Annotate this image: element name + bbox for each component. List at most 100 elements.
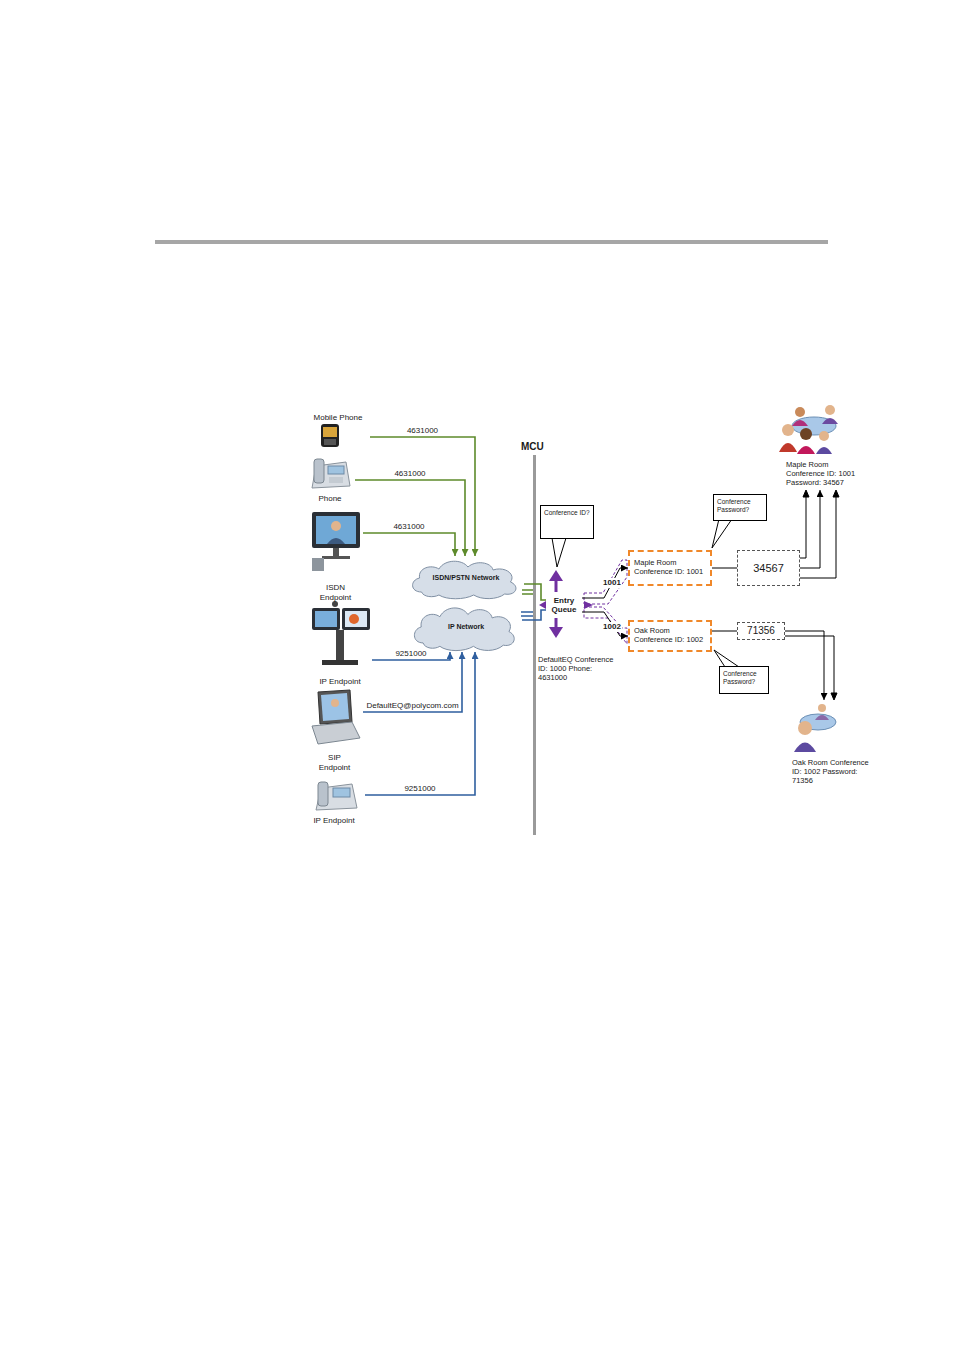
isdn-endpoint-icon xyxy=(327,538,345,544)
connector-label: DefaultEQ@polycom.com xyxy=(365,701,459,710)
ip-endpoint: IP Endpoint xyxy=(308,602,372,686)
maple-room-people-icon xyxy=(779,443,797,452)
cloud-shape xyxy=(413,561,516,599)
connector-label: 1002 xyxy=(602,622,622,631)
extra-participant-links xyxy=(831,693,837,700)
desk-phone-icon xyxy=(329,477,343,483)
sip-laptop-icon xyxy=(321,693,349,721)
prompt-callout: Conference Password? xyxy=(719,666,769,694)
ip-endpoint-dual-screen-icon xyxy=(315,611,337,627)
sip-endpoint: SIP Endpoint xyxy=(306,688,363,772)
node-label: SIP Endpoint xyxy=(315,753,355,772)
network-trunk-lines xyxy=(522,593,533,595)
network-cloud: ISDN/PSTN Network xyxy=(408,556,524,600)
isdn-endpoint-icon xyxy=(316,516,356,544)
node-text: Conference Password? xyxy=(717,498,763,513)
connector-label: 9251000 xyxy=(403,784,436,793)
oak-room-people-icon xyxy=(798,721,812,735)
mcu-boundary xyxy=(533,455,536,835)
node-text: Conference ID? xyxy=(544,509,590,517)
extra-participant-links xyxy=(785,490,839,700)
prompt-callout: Conference ID? xyxy=(540,505,594,539)
connector xyxy=(785,631,824,700)
connector-label: 4631000 xyxy=(393,469,426,478)
ip-endpoint-dual-screen-icon xyxy=(312,608,340,630)
network-trunk-lines xyxy=(521,611,533,613)
node-text: Oak Room Conference ID: 1002 xyxy=(634,627,706,645)
oak-room-people-icon xyxy=(794,704,836,752)
entry-queue-arrows xyxy=(549,570,563,581)
password-box: 34567 xyxy=(737,550,800,586)
node-label: Maple Room Conference ID: 1001 Password:… xyxy=(786,461,866,488)
routing-bands xyxy=(584,560,627,604)
node-label: Mobile Phone xyxy=(314,413,363,422)
isdn-endpoint-icon xyxy=(312,558,324,571)
queue-info: DefaultEQ Conference ID: 1000 Phone: 463… xyxy=(538,656,618,683)
connector xyxy=(712,568,737,569)
maple-room-people-icon xyxy=(800,428,812,440)
mobile-phone-icon xyxy=(321,424,339,447)
routing-bands xyxy=(584,560,627,644)
node-label: ISDN Endpoint xyxy=(314,583,358,602)
entry-queue: Entry Queue xyxy=(546,594,582,616)
entry-queue-arrows xyxy=(584,601,593,609)
node-label: IP Endpoint xyxy=(313,816,354,825)
sip-laptop-icon xyxy=(318,690,352,724)
callout-tails xyxy=(552,519,739,667)
node-text: Entry Queue xyxy=(546,596,582,615)
extra-participant-links xyxy=(800,496,836,578)
isdn-endpoint-icon xyxy=(322,556,350,559)
callout-tails xyxy=(552,538,566,567)
prompt-callout: Conference Password? xyxy=(713,494,767,521)
maple-room-people-icon xyxy=(797,446,815,454)
maple-room-people-icon xyxy=(782,424,794,436)
isdn-endpoint: ISDN Endpoint xyxy=(308,510,363,602)
mobile-phone: Mobile Phone xyxy=(306,413,370,447)
conference-room-box: Oak Room Conference ID: 1002 xyxy=(628,620,712,652)
maple-room-people-icon xyxy=(825,405,835,415)
connector xyxy=(522,610,546,620)
phone: Phone xyxy=(305,457,355,503)
ip-endpoint-dual-screen-icon xyxy=(349,614,359,624)
connector xyxy=(582,612,628,636)
desk-phone-icon xyxy=(314,459,324,483)
sip-laptop-icon xyxy=(331,699,339,707)
connector-label: 9251000 xyxy=(394,649,427,658)
connector xyxy=(582,568,628,598)
network-trunk-lines xyxy=(521,615,533,617)
connector xyxy=(355,480,465,556)
connector-label: 1001 xyxy=(602,578,622,587)
password-box: 71356 xyxy=(737,622,785,640)
node-text: ISDN/PSTN Network xyxy=(433,574,500,582)
participant-group: Maple Room Conference ID: 1001 Password:… xyxy=(776,398,868,490)
ip-endpoint-dual-screen-icon xyxy=(312,601,370,665)
maple-room-people-icon xyxy=(822,418,838,424)
node-text: 71356 xyxy=(747,625,775,637)
ip-endpoint-dual-screen-icon xyxy=(322,660,358,665)
mobile-phone-icon xyxy=(323,427,337,437)
ip-endpoint-dual-screen-icon xyxy=(345,611,367,627)
oak-room-people-icon xyxy=(815,715,829,720)
desk-phone-icon xyxy=(328,466,344,474)
maple-room-people-icon xyxy=(779,405,838,454)
cloud-shape xyxy=(414,608,514,651)
ip-endpoint-dual-screen-icon xyxy=(342,608,370,630)
ip-phone-icon xyxy=(318,782,328,806)
isdn-endpoint-icon xyxy=(312,512,360,571)
mobile-phone-icon xyxy=(321,424,339,447)
connector xyxy=(370,437,475,556)
mobile-phone-icon xyxy=(324,439,336,445)
isdn-endpoint-icon xyxy=(312,512,360,548)
connector xyxy=(363,652,462,712)
connector-label: 4631000 xyxy=(392,522,425,531)
extra-participant-links xyxy=(833,490,839,497)
ip-phone-icon xyxy=(333,788,350,797)
extra-participant-links xyxy=(800,496,806,558)
extra-participant-links xyxy=(785,636,834,694)
maple-room-people-icon xyxy=(819,431,829,441)
connector xyxy=(800,490,820,568)
sip-laptop-icon xyxy=(312,690,360,744)
network-trunk-lines xyxy=(521,590,533,616)
